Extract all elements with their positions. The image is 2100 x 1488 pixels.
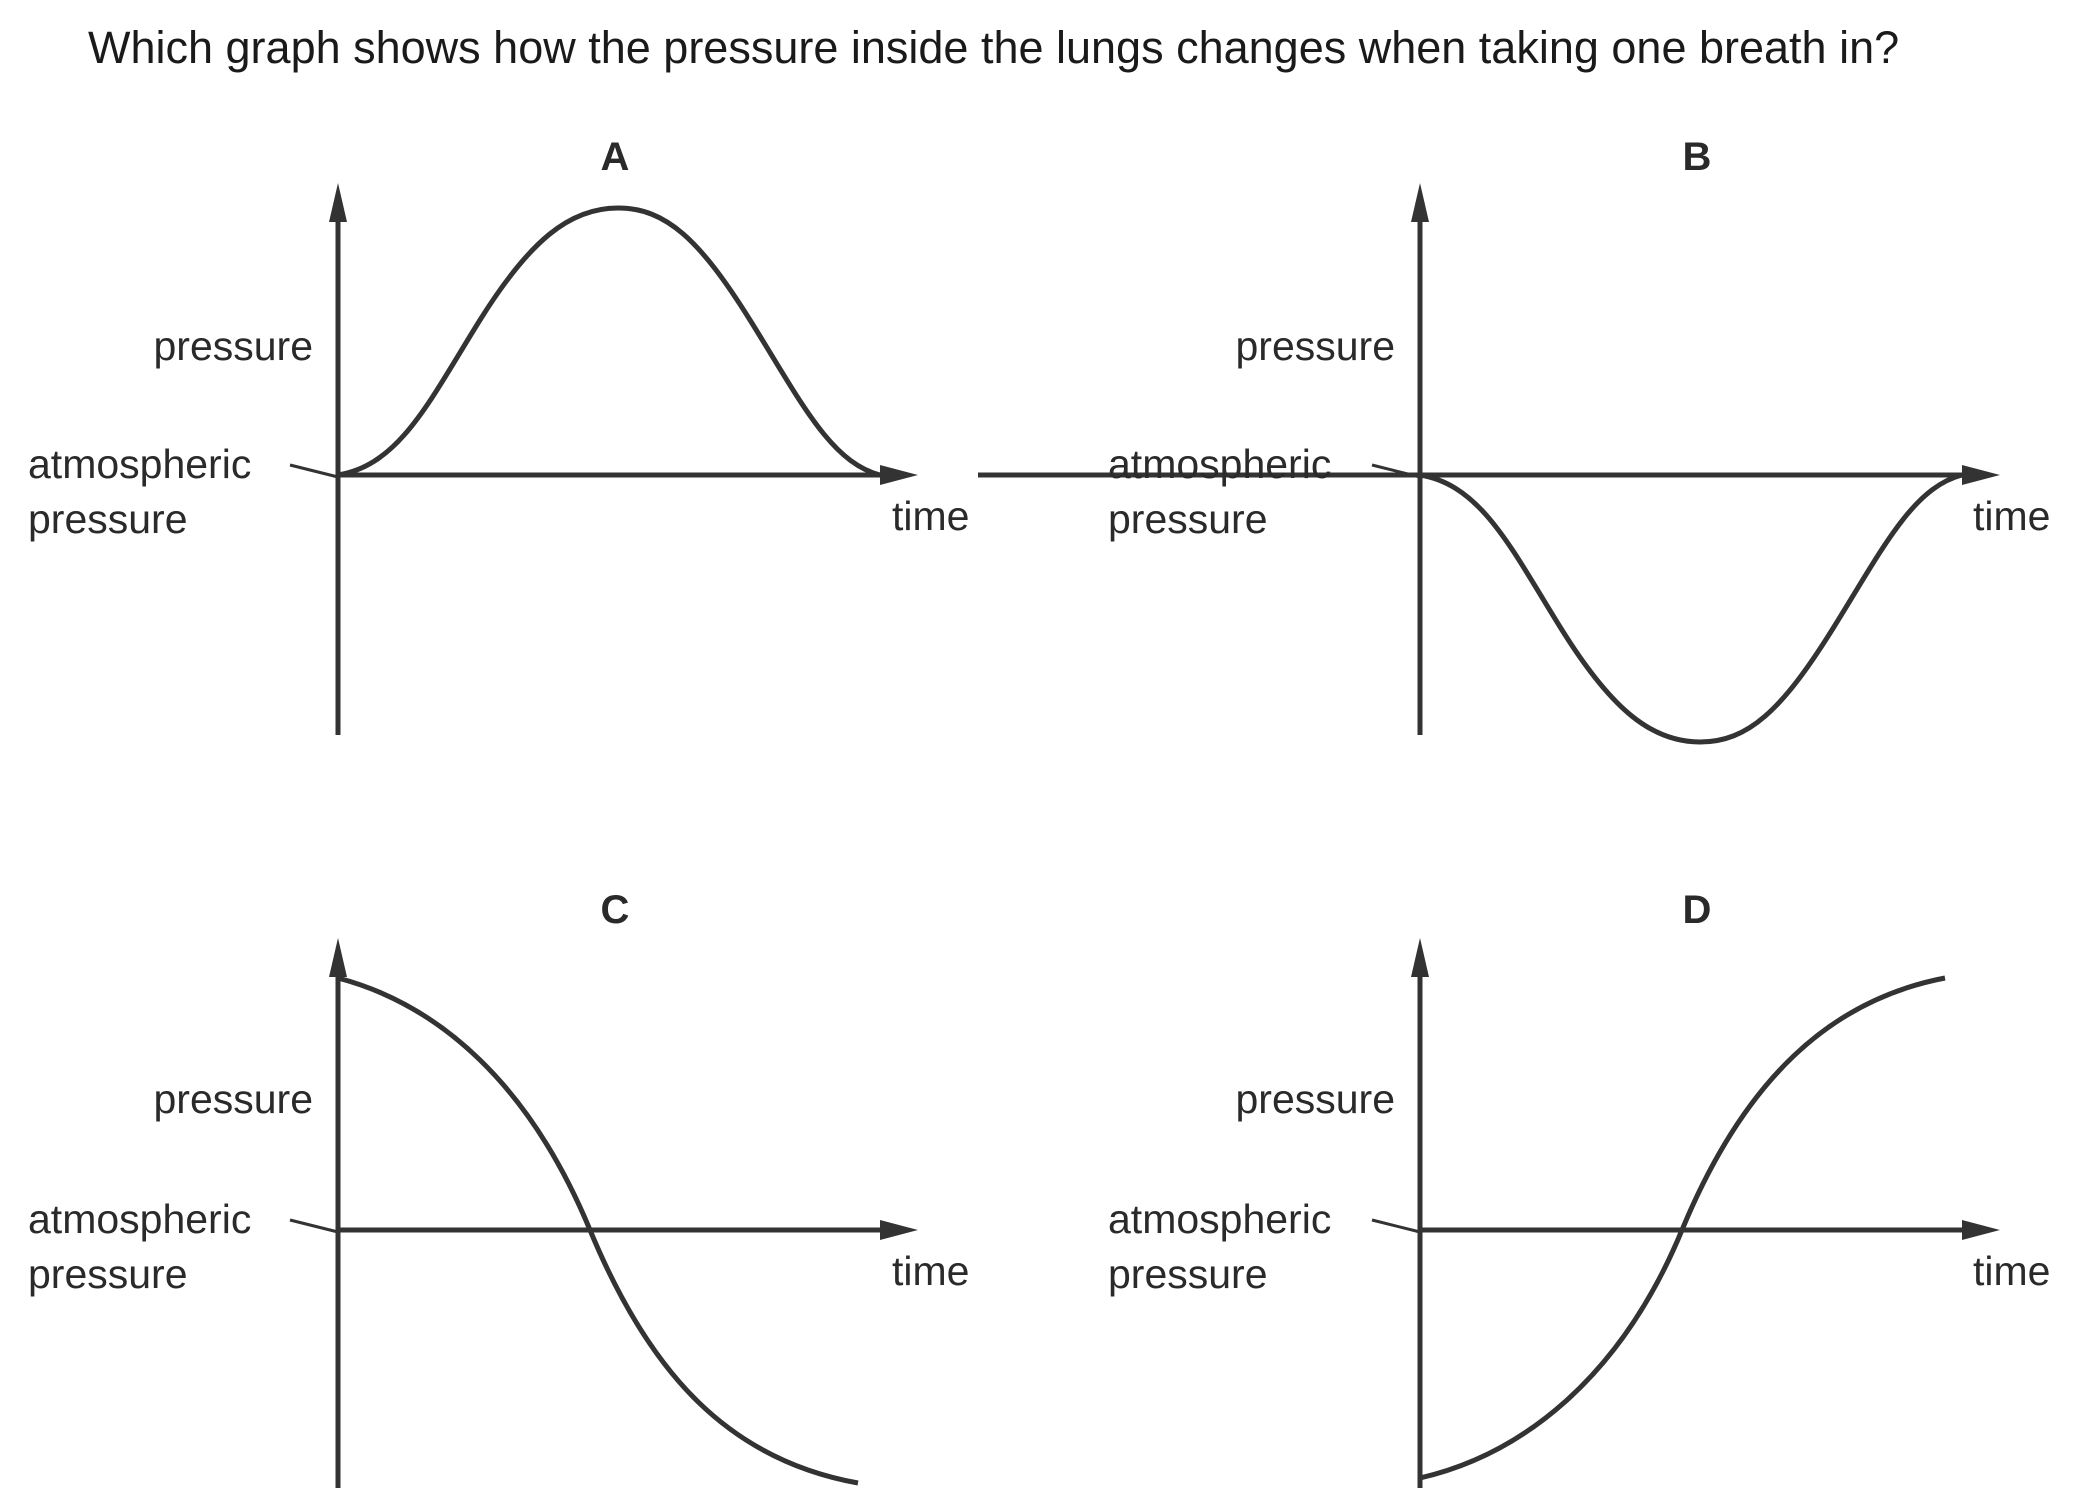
- x-axis-arrow-icon: [880, 1220, 918, 1240]
- atmospheric-leader-line: [289, 1218, 339, 1234]
- graph-b: B pressure atmospheric pressure time: [978, 135, 2050, 745]
- y-axis-arrow-icon: [1411, 183, 1429, 222]
- graph-a: A pressure atmospheric pressure time: [28, 135, 969, 735]
- y-axis-label: pressure: [153, 1076, 313, 1122]
- graph-letter: B: [1683, 135, 1712, 179]
- x-axis-label: time: [892, 493, 969, 539]
- baseline-label-line1: atmospheric: [1108, 441, 1331, 487]
- pressure-curve: [1419, 472, 1963, 745]
- y-axis-arrow-icon: [329, 938, 347, 977]
- x-axis-arrow-icon: [1962, 1220, 2000, 1240]
- baseline-label-line1: atmospheric: [28, 441, 251, 487]
- y-axis-label: pressure: [1235, 323, 1395, 369]
- y-axis-label: pressure: [153, 323, 313, 369]
- question-text: Which graph shows how the pressure insid…: [88, 22, 1900, 73]
- baseline-label-line2: pressure: [1108, 1251, 1268, 1297]
- x-axis-label: time: [892, 1248, 969, 1294]
- pressure-curve: [337, 205, 881, 478]
- y-axis-arrow-icon: [1411, 938, 1429, 977]
- x-axis-arrow-icon: [1962, 465, 2000, 485]
- graph-c: C pressure atmospheric pressure time: [28, 888, 969, 1488]
- graph-letter: A: [601, 135, 630, 179]
- atmospheric-leader-line: [1371, 463, 1421, 479]
- graph-letter: D: [1683, 888, 1712, 932]
- baseline-label-line2: pressure: [28, 1251, 188, 1297]
- graph-d: D pressure atmospheric pressure time: [1108, 888, 2050, 1488]
- baseline-label-line2: pressure: [1108, 496, 1268, 542]
- graph-letter: C: [601, 888, 630, 932]
- atmospheric-leader-line: [1371, 1218, 1421, 1234]
- x-axis-label: time: [1973, 1248, 2050, 1294]
- pressure-curve: [337, 975, 859, 1486]
- x-axis-label: time: [1973, 493, 2050, 539]
- baseline-label-line1: atmospheric: [1108, 1196, 1331, 1242]
- x-axis-arrow-icon: [880, 465, 918, 485]
- y-axis-label: pressure: [1235, 1076, 1395, 1122]
- pressure-curve: [1419, 975, 1946, 1481]
- y-axis-arrow-icon: [329, 183, 347, 222]
- baseline-label-line2: pressure: [28, 496, 188, 542]
- baseline-label-line1: atmospheric: [28, 1196, 251, 1242]
- atmospheric-leader-line: [289, 463, 339, 479]
